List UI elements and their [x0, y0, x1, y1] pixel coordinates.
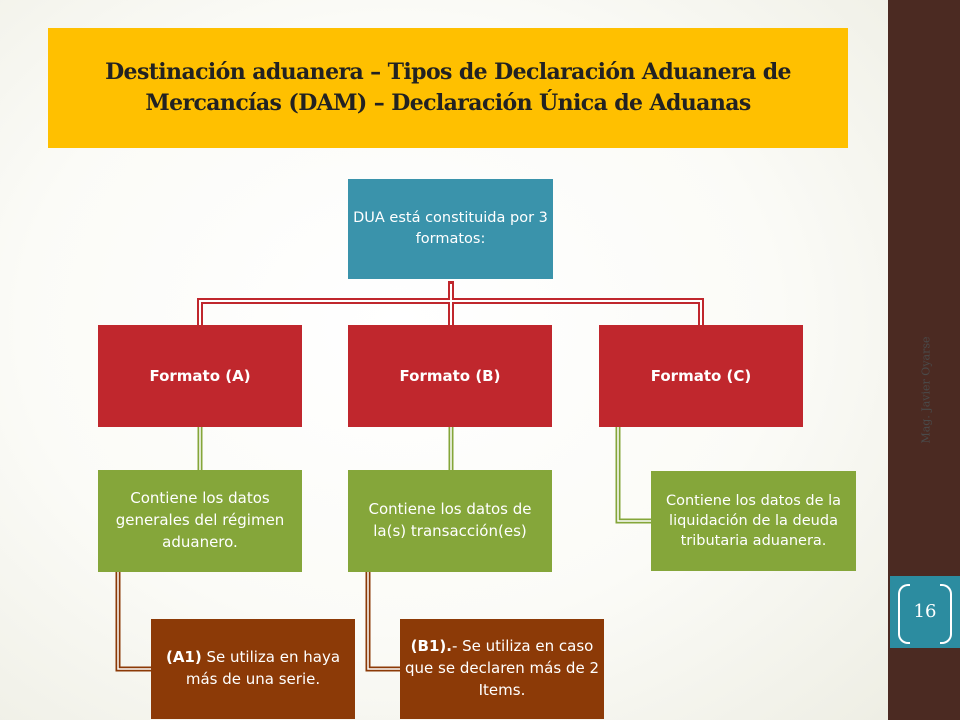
bracket-right-icon — [940, 584, 952, 644]
format-b-description: Contiene los datos de la(s) transacción(… — [368, 500, 532, 540]
format-c-description-node: Contiene los datos de la liquidación de … — [651, 471, 856, 571]
slide-title: Destinación aduanera – Tipos de Declarac… — [105, 59, 791, 116]
format-c-node: Formato (C) — [599, 325, 803, 427]
sub-item-b1-node: (B1).- Se utiliza en caso que se declare… — [400, 619, 604, 719]
root-connector-highlight — [199, 284, 702, 325]
sub-item-a1-code: (A1) — [165, 648, 202, 667]
connector-a-sub — [115, 572, 151, 672]
format-b-node: Formato (B) — [348, 325, 552, 427]
connector-c-desc — [615, 427, 651, 524]
connector-b-sub — [365, 572, 400, 672]
format-a-label: Formato (A) — [149, 367, 251, 385]
author-label: Mag. Javier Oyarse — [919, 336, 933, 444]
format-b-label: Formato (B) — [399, 367, 501, 385]
bracket-left-icon — [898, 584, 910, 644]
format-a-description: Contiene los datos generales del régimen… — [115, 489, 285, 551]
page-number: 16 — [913, 601, 937, 622]
sub-item-b1-description: - Se utiliza en caso que se declaren más… — [405, 637, 599, 699]
sub-item-a1-text: (A1) Se utiliza en haya más de una serie… — [155, 647, 351, 691]
format-a-description-node: Contiene los datos generales del régimen… — [98, 470, 302, 572]
diagram-connectors — [115, 281, 704, 672]
page-number-badge: 16 — [896, 584, 954, 644]
format-c-label: Formato (C) — [650, 367, 752, 385]
root-node-text: DUA está constituida por 3 formatos: — [353, 209, 548, 247]
format-b-description-node: Contiene los datos de la(s) transacción(… — [348, 470, 552, 572]
sub-item-b1-text: (B1).- Se utiliza en caso que se declare… — [404, 636, 600, 701]
format-a-node: Formato (A) — [98, 325, 302, 427]
sub-item-a1-node: (A1) Se utiliza en haya más de una serie… — [151, 619, 355, 719]
title-banner: Destinación aduanera – Tipos de Declarac… — [48, 28, 848, 148]
sub-item-b1-code: (B1). — [410, 637, 452, 656]
format-c-description: Contiene los datos de la liquidación de … — [665, 493, 842, 549]
sub-item-a1-description: Se utiliza en haya más de una serie. — [185, 648, 341, 688]
root-node: DUA está constituida por 3 formatos: — [348, 179, 553, 279]
